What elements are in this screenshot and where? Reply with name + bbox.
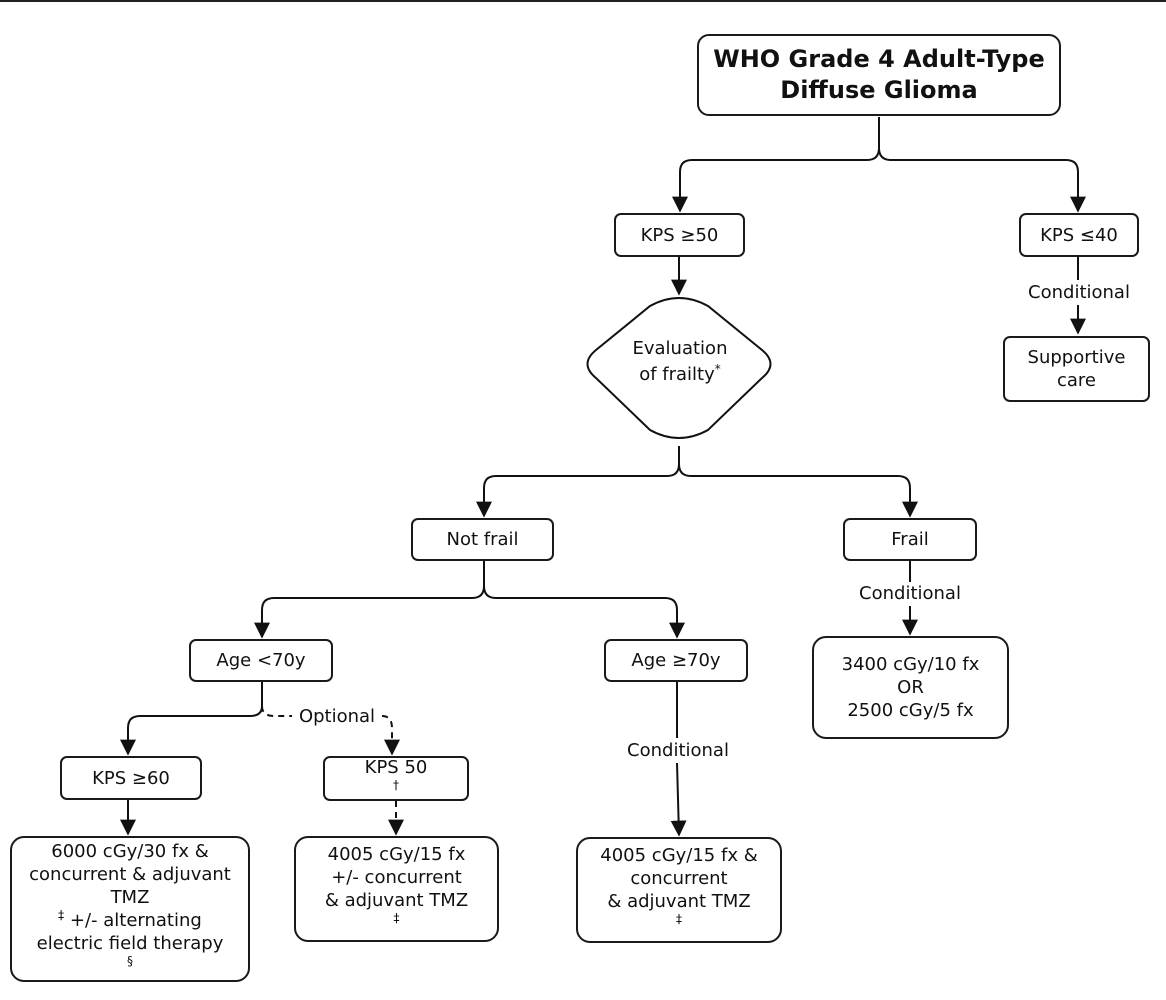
edge-age70ge-to-tx-lower <box>670 762 687 837</box>
edge-age70lt-to-kps60 <box>120 680 263 756</box>
supportive-line2: care <box>1056 370 1096 391</box>
root-title-line1: WHO Grade 4 Adult-Type <box>713 45 1045 73</box>
frail-tx-line1: 3400 cGy/10 fx <box>841 654 980 675</box>
root-node: WHO Grade 4 Adult-Type Diffuse Glioma <box>697 34 1061 116</box>
kps-ge60-node: KPS ≥60 <box>60 756 202 800</box>
tx4005opt-line1: 4005 cGy/15 fx <box>327 844 466 865</box>
tx6000-mark3: ‡ <box>58 908 65 922</box>
frailty-line1: Evaluation <box>632 338 728 359</box>
age-ge70-node: Age ≥70y <box>604 639 748 682</box>
age-lt70-label: Age <70y <box>216 650 306 671</box>
tx4005-mark: ‡ <box>675 912 682 926</box>
not-frail-node: Not frail <box>411 518 554 561</box>
frailty-label: Evaluation of frailty* <box>600 336 760 388</box>
treatment-4005-node: 4005 cGy/15 fx & concurrent & adjuvant T… <box>576 837 782 943</box>
kps-ge50-node: KPS ≥50 <box>614 213 745 257</box>
edge-notfrail-to-age70lt <box>254 559 485 639</box>
conditional-label-kps40: Conditional <box>1019 282 1139 304</box>
kps-50-footnote-mark: † <box>393 777 399 792</box>
frail-label: Frail <box>891 529 929 550</box>
conditional-label-frail: Conditional <box>850 583 970 605</box>
kps-ge60-label: KPS ≥60 <box>92 767 170 789</box>
top-border-line <box>0 0 1166 2</box>
treatment-6000-node: 6000 cGy/30 fx & concurrent & adjuvant T… <box>10 836 250 982</box>
optional-label: Optional <box>294 706 380 728</box>
age-ge70-label: Age ≥70y <box>631 650 721 671</box>
kps-le40-label: KPS ≤40 <box>1040 224 1118 246</box>
conditional-label-age70: Conditional <box>613 740 743 762</box>
tx4005-line2: concurrent <box>630 868 728 889</box>
tx4005-line3: & adjuvant TMZ <box>607 891 751 912</box>
supportive-line1: Supportive <box>1027 347 1126 368</box>
tx4005opt-line2: +/- concurrent <box>331 867 462 888</box>
frail-treatment-node: 3400 cGy/10 fx OR 2500 cGy/5 fx <box>812 636 1009 739</box>
not-frail-label: Not frail <box>446 529 519 550</box>
tx4005opt-line3: & adjuvant TMZ <box>324 890 469 911</box>
tx4005opt-mark: ‡ <box>393 911 400 925</box>
tx6000-line3a: TMZ <box>110 887 150 908</box>
frail-tx-line2: OR <box>897 677 924 698</box>
edge-notfrail-to-age70ge <box>483 585 685 639</box>
kps-50-node: KPS 50† <box>323 756 469 801</box>
kps-ge50-label: KPS ≥50 <box>640 224 719 246</box>
frail-node: Frail <box>843 518 977 561</box>
treatment-4005-optional-node: 4005 cGy/15 fx +/- concurrent & adjuvant… <box>294 836 499 942</box>
kps-le40-node: KPS ≤40 <box>1019 213 1139 257</box>
tx6000-line2: concurrent & adjuvant <box>29 864 231 885</box>
tx6000-line4: electric field therapy <box>36 933 224 954</box>
supportive-care-node: Supportive care <box>1003 336 1150 402</box>
tx6000-line1: 6000 cGy/30 fx & <box>51 841 209 862</box>
edge-title-to-kps40 <box>878 147 1086 213</box>
edge-frailty-to-frail <box>678 463 918 518</box>
tx6000-mark4: § <box>126 954 133 968</box>
age-lt70-node: Age <70y <box>189 639 333 682</box>
edge-title-to-kps50 <box>672 117 880 213</box>
root-title-line2: Diffuse Glioma <box>780 76 978 104</box>
frail-tx-line3: 2500 cGy/5 fx <box>847 700 974 721</box>
edge-age70lt-to-kps50-dashed <box>261 705 392 754</box>
kps-50-label: KPS 50 <box>364 756 428 778</box>
tx6000-line3b: +/- alternating <box>64 910 202 931</box>
tx4005-line1: 4005 cGy/15 fx & <box>600 845 758 866</box>
frailty-line2: of frailty <box>639 364 715 385</box>
edge-frailty-to-notfrail <box>476 446 680 518</box>
frailty-footnote-mark: * <box>714 362 721 376</box>
frailty-diamond <box>586 297 772 439</box>
